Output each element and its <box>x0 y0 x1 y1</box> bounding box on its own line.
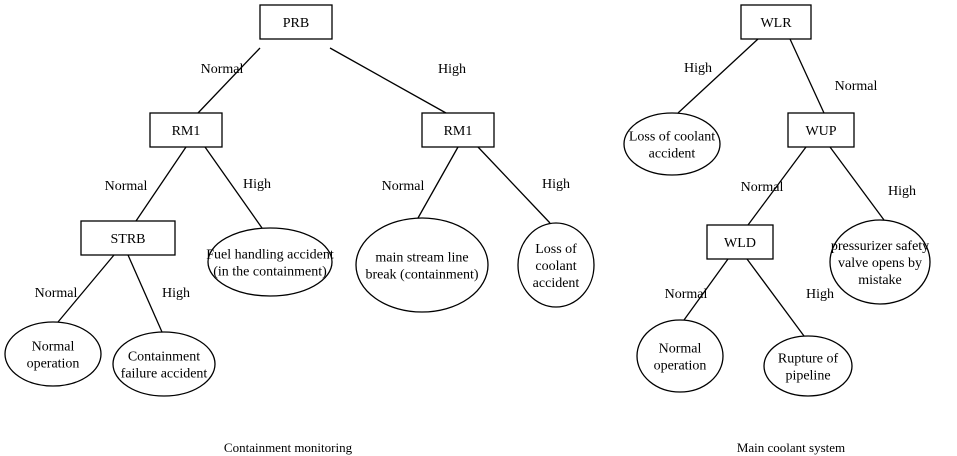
node-text-line: PRB <box>283 16 309 31</box>
node-text-line: operation <box>27 357 80 372</box>
tree-caption: Main coolant system <box>737 440 845 455</box>
node-text-line: coolant <box>535 259 576 274</box>
edge-label-wup-to-pressurizer: High <box>888 184 916 199</box>
edge-wld-to-normal_op_right <box>683 258 729 321</box>
node-text-line: pipeline <box>785 369 830 384</box>
node-box <box>80 220 176 256</box>
node-text-line: break (containment) <box>365 268 478 283</box>
node-box <box>421 112 495 148</box>
edge-label-rm1_left-to-fuel_handling: High <box>243 177 271 192</box>
node-wld: WLD <box>706 224 774 260</box>
edge-wld-to-rupture <box>746 258 805 337</box>
tree-caption: Containment monitoring <box>224 440 353 455</box>
node-text-line: accident <box>533 276 580 291</box>
edge-label-wlr-to-wup: Normal <box>835 79 878 94</box>
node-ellipse <box>829 219 931 305</box>
node-text-line: Loss of coolant <box>629 130 715 145</box>
node-ellipse <box>636 319 724 393</box>
node-text-line: RM1 <box>172 124 201 139</box>
edge-label-wld-to-normal_op_right: Normal <box>665 287 708 302</box>
edge-label-strb-to-normal_op_left: Normal <box>35 286 78 301</box>
edge-rm1_right-to-loca_right <box>477 146 551 224</box>
node-text-line: main stream line <box>375 251 468 266</box>
node-text-line: Normal <box>659 342 702 357</box>
node-rupture: Rupture of pipeline <box>763 335 853 397</box>
edge-wlr-to-loca_top <box>677 38 759 114</box>
node-normal-op-right: Normal operation <box>636 319 724 393</box>
edge-wup-to-wld <box>747 146 807 226</box>
node-ellipse <box>4 321 102 387</box>
captions-layer: Containment monitoring Main coolant syste… <box>224 440 845 455</box>
node-pressurizer: pressurizer safety valve opens by mistake <box>829 219 931 305</box>
node-text-line: valve opens by <box>838 256 922 271</box>
node-text-line: Fuel handling accident <box>206 248 334 263</box>
node-text-line: WUP <box>805 124 836 139</box>
node-text-line: Loss of <box>535 242 577 257</box>
node-box <box>259 4 333 40</box>
node-text-line: operation <box>654 359 707 374</box>
edge-wlr-to-wup <box>789 38 825 114</box>
node-ellipse <box>517 222 595 308</box>
node-ellipse <box>207 227 333 297</box>
edge-rm1_left-to-strb <box>135 146 187 222</box>
node-box <box>740 4 812 40</box>
edge-label-strb-to-containment_failure: High <box>162 286 190 301</box>
node-text-line: failure accident <box>121 367 208 382</box>
edge-rm1_right-to-main_stream <box>417 146 459 219</box>
node-strb: STRB <box>80 220 176 256</box>
node-text-line: WLR <box>760 16 792 31</box>
edge-strb-to-normal_op_left <box>57 254 115 323</box>
node-text-line: WLD <box>724 236 756 251</box>
edge-label-rm1_right-to-main_stream: Normal <box>382 179 425 194</box>
node-rm1-right: RM1 <box>421 112 495 148</box>
node-wup: WUP <box>787 112 855 148</box>
edge-strb-to-containment_failure <box>127 254 163 333</box>
edge-label-prb-to-rm1_right: High <box>438 62 466 77</box>
node-box <box>787 112 855 148</box>
node-text-line: mistake <box>858 273 902 288</box>
node-ellipse <box>763 335 853 397</box>
node-ellipse <box>355 217 489 313</box>
node-text-line: Containment <box>128 350 200 365</box>
node-box <box>149 112 223 148</box>
node-wlr: WLR <box>740 4 812 40</box>
node-prb: PRB <box>259 4 333 40</box>
node-text-line: accident <box>649 147 696 162</box>
edge-label-wup-to-wld: Normal <box>741 180 784 195</box>
edge-prb-to-rm1_right <box>329 47 447 114</box>
edges-layer <box>57 38 885 337</box>
edge-label-prb-to-rm1_left: Normal <box>201 62 244 77</box>
node-text-line: (in the containment) <box>213 265 327 280</box>
node-loca-top: Loss of coolant accident <box>623 112 721 176</box>
edge-prb-to-rm1_left <box>197 47 261 114</box>
node-main-stream: main stream line break (containment) <box>355 217 489 313</box>
edge-label-rm1_right-to-loca_right: High <box>542 177 570 192</box>
edge-label-wlr-to-loca_top: High <box>684 61 712 76</box>
node-ellipse <box>623 112 721 176</box>
edge-wup-to-pressurizer <box>829 146 885 221</box>
node-text-line: RM1 <box>444 124 473 139</box>
node-fuel-handling: Fuel handling accident (in the containmen… <box>206 227 334 297</box>
node-containment-failure: Containment failure accident <box>112 331 216 397</box>
node-ellipse <box>112 331 216 397</box>
node-text-line: Normal <box>32 340 75 355</box>
node-text-line: STRB <box>110 232 145 247</box>
node-text-line: Rupture of <box>778 352 839 367</box>
node-normal-op-left: Normal operation <box>4 321 102 387</box>
edge-rm1_left-to-fuel_handling <box>204 146 263 229</box>
node-text-line: pressurizer safety <box>831 239 929 254</box>
node-box <box>706 224 774 260</box>
edge-label-rm1_left-to-strb: Normal <box>105 179 148 194</box>
node-rm1-left: RM1 <box>149 112 223 148</box>
node-loca-right: Loss of coolant accident <box>517 222 595 308</box>
edge-label-wld-to-rupture: High <box>806 287 834 302</box>
